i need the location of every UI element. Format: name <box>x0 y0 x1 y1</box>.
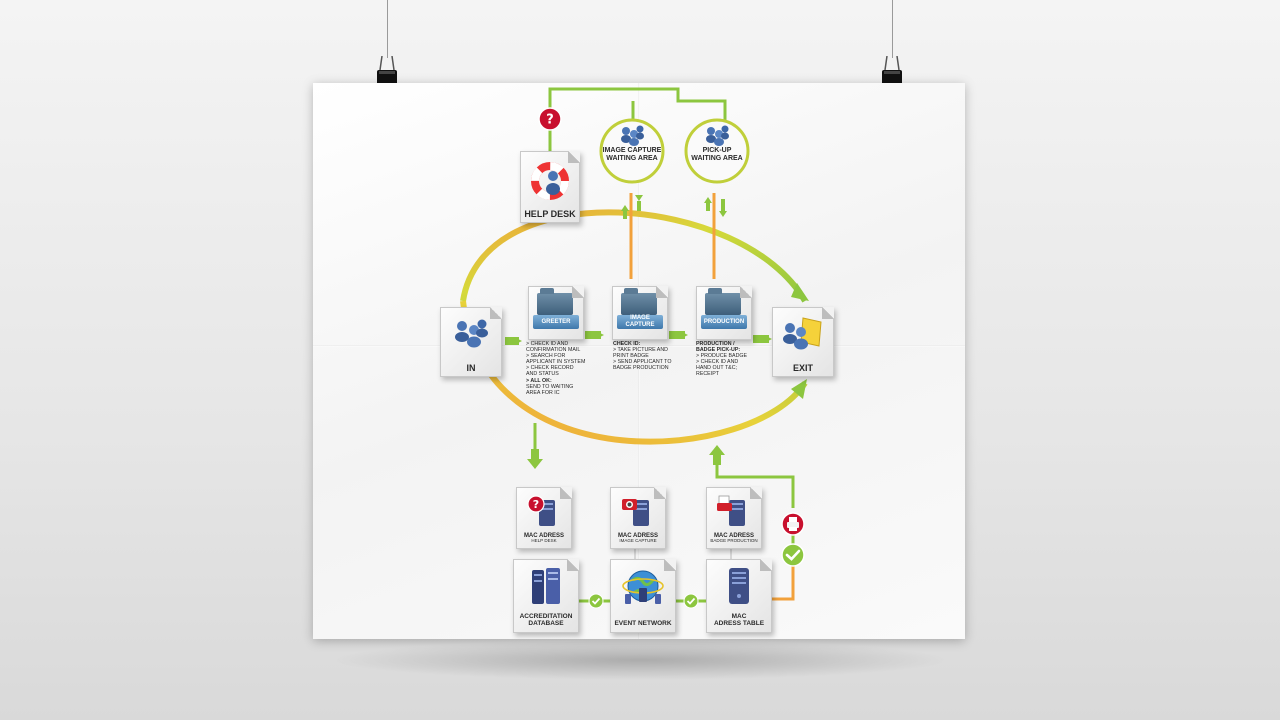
check-badge-icon <box>781 543 805 567</box>
help-desk-label: HELP DESK <box>524 208 576 219</box>
server-camera-icon <box>622 499 649 526</box>
people-icon <box>621 125 644 146</box>
server-icon <box>729 568 749 604</box>
hanging-wire-left <box>387 0 388 58</box>
globe-network-icon <box>622 570 664 604</box>
exit-people-icon <box>783 317 822 350</box>
pickup-waiting-area-node[interactable] <box>683 117 751 185</box>
greeter-node[interactable]: GREETER <box>528 286 584 340</box>
greeter-label: GREETER <box>533 315 579 329</box>
server-rack-icon <box>532 568 560 604</box>
printer-badge-icon <box>781 512 805 536</box>
question-badge-icon: ? <box>538 107 562 131</box>
exit-node[interactable]: EXIT <box>772 307 834 377</box>
production-steps: PRODUCTION / BADGE PICK-UP: > PRODUCE BA… <box>696 341 748 378</box>
image-capture-node[interactable]: IMAGE CAPTURE <box>612 286 668 340</box>
server-question-icon: ? <box>527 495 555 526</box>
production-node[interactable]: PRODUCTION <box>696 286 752 340</box>
people-icon <box>706 125 729 146</box>
folder-icon <box>621 288 657 315</box>
in-node[interactable]: IN <box>440 307 502 377</box>
link-check-icon <box>683 593 699 609</box>
exit-label: EXIT <box>792 362 813 373</box>
helpdesk-top-connector <box>548 87 727 151</box>
fold-line-horizontal <box>313 345 965 347</box>
people-icon <box>455 319 488 348</box>
folder-icon <box>537 288 573 315</box>
lifebuoy-icon <box>531 162 569 200</box>
svg-text:?: ? <box>546 113 554 128</box>
in-label: IN <box>466 362 476 373</box>
main-loop-upper <box>460 209 808 303</box>
return-connector <box>715 465 795 508</box>
server-printer-icon <box>717 495 745 526</box>
image-capture-label: IMAGE CAPTURE <box>617 315 663 329</box>
event-network-node[interactable]: EVENT NETWORK <box>610 559 676 633</box>
poster-shadow <box>330 640 950 680</box>
folder-icon <box>705 288 741 315</box>
link-check-icon <box>588 593 604 609</box>
event-network-label: EVENT NETWORK <box>614 620 672 628</box>
svg-text:?: ? <box>533 498 539 511</box>
fold-line-vertical <box>638 83 640 639</box>
production-label: PRODUCTION <box>701 315 747 329</box>
help-desk-node[interactable]: HELP DESK <box>520 151 580 223</box>
hanging-wire-right <box>892 0 893 58</box>
image-capture-waiting-area-node[interactable] <box>598 117 666 185</box>
